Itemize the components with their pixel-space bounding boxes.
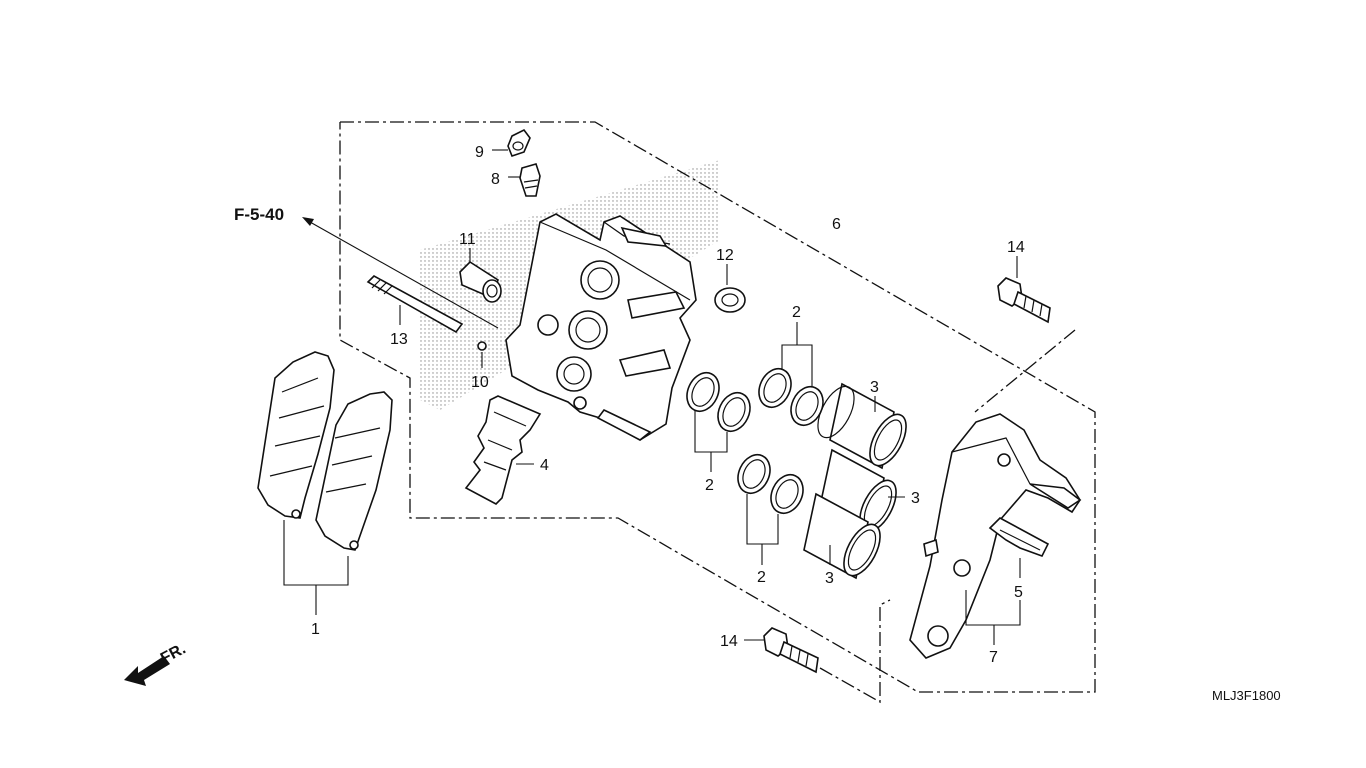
callout-5: 5 — [1014, 584, 1023, 601]
reference-leader — [309, 221, 499, 329]
callout-2: 2 — [705, 477, 714, 494]
leader-7 — [965, 590, 1021, 626]
callout-2: 2 — [792, 304, 801, 321]
brake-pad-set — [257, 351, 393, 551]
bracket-boundary-7 — [974, 329, 1076, 413]
bolt-boundary-14 — [819, 599, 891, 704]
caliper-body — [505, 213, 697, 441]
pad-pin — [366, 275, 464, 334]
callout-3: 3 — [911, 490, 920, 507]
pin-boot — [714, 287, 746, 313]
pin-clip — [477, 341, 487, 351]
callout-4: 4 — [540, 457, 549, 474]
pad-retainer — [988, 517, 1050, 557]
callout-9: 9 — [475, 144, 484, 161]
callout-10: 10 — [471, 374, 489, 391]
bleeder-cap — [507, 128, 531, 157]
callout-3: 3 — [825, 570, 834, 587]
callout-7: 7 — [989, 649, 998, 666]
assembly-boundary-6 — [339, 121, 1096, 693]
mounting-bolt-upper — [997, 277, 1051, 324]
front-direction-arrow — [124, 656, 170, 686]
callout-8: 8 — [491, 171, 500, 188]
callout-6: 6 — [832, 216, 841, 233]
callout-11: 11 — [459, 231, 476, 248]
mounting-bolt-lower — [763, 627, 819, 674]
callout-3: 3 — [870, 379, 879, 396]
callout-12: 12 — [716, 247, 734, 264]
reference-label: F-5-40 — [234, 205, 284, 224]
bleeder-screw — [519, 163, 541, 197]
slide-boot — [459, 260, 502, 303]
piston-set — [803, 382, 907, 580]
callout-14: 14 — [1007, 239, 1025, 256]
piston-seal-set — [686, 367, 824, 515]
caliper-bracket — [909, 413, 1082, 659]
callout-13: 13 — [390, 331, 408, 348]
diagram-code: MLJ3F1800 — [1212, 688, 1281, 703]
callout-1: 1 — [311, 621, 320, 638]
pad-spring — [464, 395, 542, 505]
callout-14: 14 — [720, 633, 738, 650]
reference-arrowhead — [302, 217, 314, 226]
callout-2: 2 — [757, 569, 766, 586]
